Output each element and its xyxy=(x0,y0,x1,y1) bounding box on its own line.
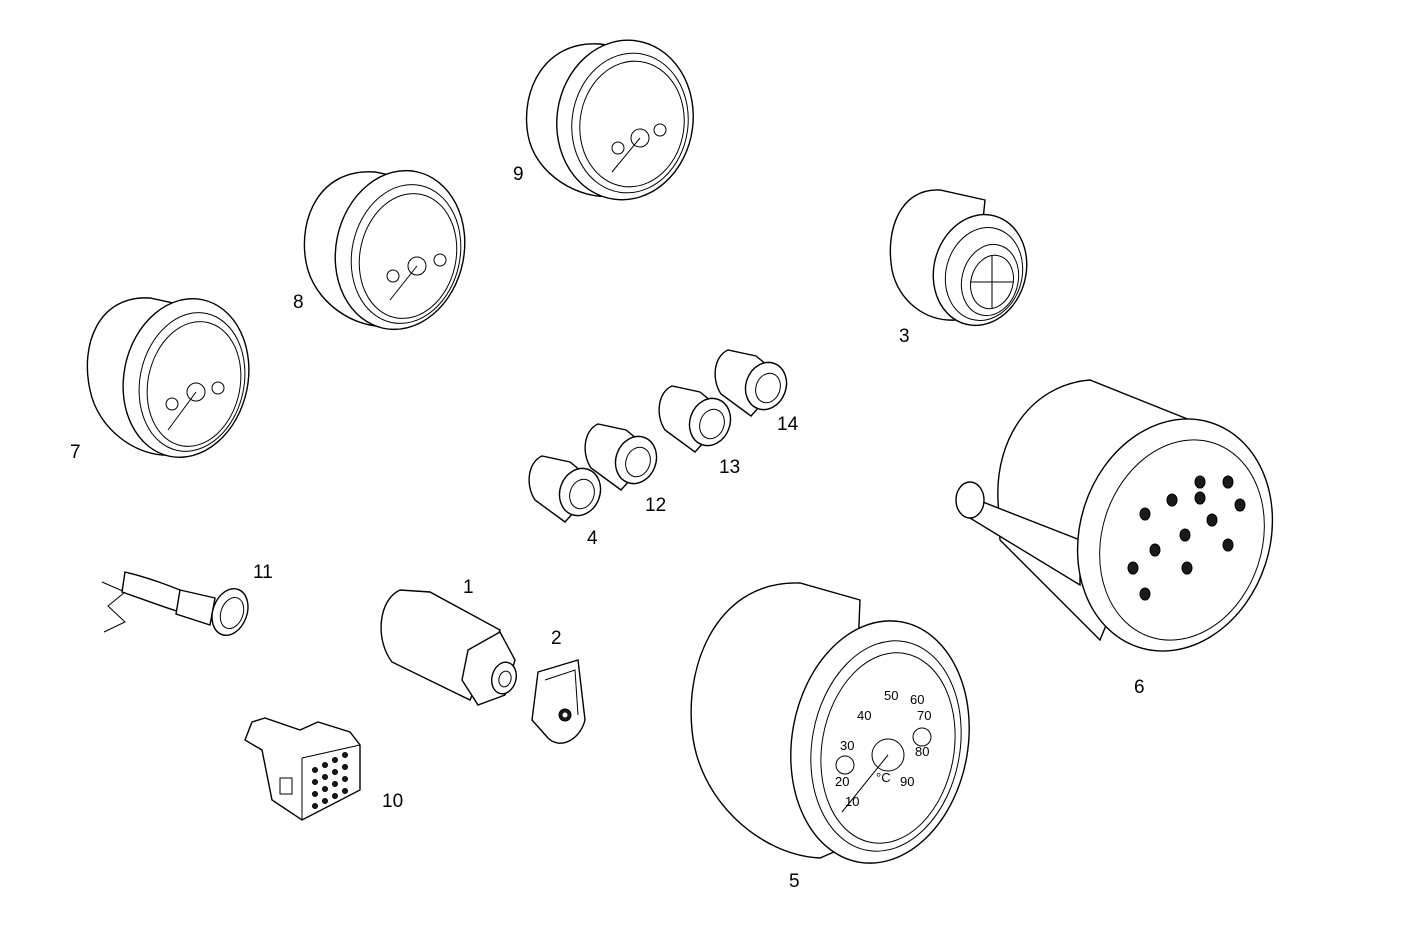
gauge-5-tick-80: 80 xyxy=(915,744,929,759)
gauge-5-unit: °C xyxy=(876,770,891,785)
plug-12 xyxy=(584,423,658,491)
part-label-11: 11 xyxy=(253,562,273,583)
part-label-1: 1 xyxy=(463,577,474,598)
plug-14 xyxy=(714,349,788,417)
gauge-5-tick-50: 50 xyxy=(884,688,898,703)
part-label-13: 13 xyxy=(719,457,740,478)
plug-4 xyxy=(528,455,602,523)
gauge-5-tick-30: 30 xyxy=(840,738,854,753)
part-label-7: 7 xyxy=(70,442,81,463)
part-label-6: 6 xyxy=(1134,677,1145,698)
gauge-5-tick-40: 40 xyxy=(857,708,871,723)
cable-11 xyxy=(101,571,249,636)
connector-2 xyxy=(531,659,586,744)
part-label-8: 8 xyxy=(293,292,304,313)
part-label-12: 12 xyxy=(645,495,666,516)
part-label-3: 3 xyxy=(899,326,910,347)
connector-10 xyxy=(244,717,361,821)
gauge-9 xyxy=(525,39,694,201)
part-label-10: 10 xyxy=(382,791,403,812)
part-label-4: 4 xyxy=(587,528,598,549)
plug-13 xyxy=(658,385,732,453)
gauge-5-tick-60: 60 xyxy=(910,692,924,707)
gauge-5-tick-90: 90 xyxy=(900,774,914,789)
part-label-14: 14 xyxy=(777,414,799,435)
gauge-5-tick-70: 70 xyxy=(917,708,931,723)
part-label-5: 5 xyxy=(789,871,800,892)
gauge-5 xyxy=(690,582,970,864)
gauge-7 xyxy=(86,297,250,459)
gauge-6 xyxy=(955,379,1274,652)
part-label-2: 2 xyxy=(551,628,562,649)
part-label-9: 9 xyxy=(513,164,524,185)
sensor-1 xyxy=(380,589,518,706)
gauge-5-tick-10: 10 xyxy=(845,794,859,809)
gauge-8 xyxy=(303,169,466,331)
gauge-5-tick-20: 20 xyxy=(835,774,849,789)
buzzer-3 xyxy=(889,189,1028,327)
